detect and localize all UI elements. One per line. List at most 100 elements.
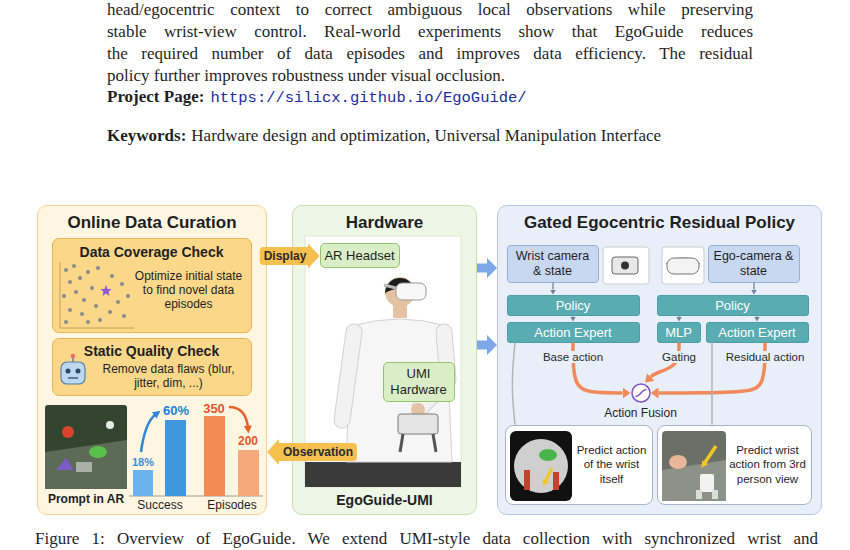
scatter-plot: [80, 312, 84, 316]
policy-block: Action Expert: [507, 322, 640, 343]
chart-label: Episodes: [207, 498, 256, 512]
third-person-image: [669, 455, 687, 469]
scatter-plot: [60, 262, 61, 328]
third-person-image: [696, 490, 702, 499]
paper-text: head/egocentric context to correct ambig…: [107, 0, 753, 20]
scatter-plot: [110, 274, 114, 278]
robot-icon: [68, 377, 78, 378]
third-person-image: [704, 446, 716, 464]
scatter-plot: [122, 314, 126, 318]
ar-prompt-image: [56, 458, 74, 470]
scatter-plot: [60, 328, 134, 329]
ar-prompt-image: [106, 421, 114, 429]
input-box: Wrist camera & state: [507, 245, 599, 283]
operator-photo: [411, 403, 425, 417]
wrist-camera-icon: [621, 262, 629, 270]
scatter-plot: [126, 294, 130, 298]
stage-panel: HardwareEgoGuide-UMI AR HeadsetUMI Hardwa…: [292, 205, 477, 515]
example-box: Predict wrist action from 3rd person vie…: [657, 425, 812, 505]
wrist-view-image: [524, 470, 530, 490]
operator-photo: [384, 285, 396, 288]
scatter-plot: [98, 318, 102, 322]
fusion-symbol: [631, 383, 651, 403]
node-title: Wrist camera & state: [508, 249, 598, 279]
operator-photo: [342, 332, 354, 420]
node-title: UMI Hardware: [384, 366, 454, 397]
scatter-plot: [64, 268, 68, 272]
fusion-circle: Action Fusion: [631, 383, 651, 403]
example-box: Predict action of the wrist itself: [505, 425, 653, 505]
edge-label: Base action: [541, 351, 605, 363]
wrist-view-image: [510, 431, 572, 501]
sigmoid-symbol: [635, 389, 646, 396]
node-title: MLP: [665, 325, 692, 340]
connector: [756, 316, 757, 317]
node-title: Static Quality Check: [53, 339, 251, 359]
robot-icon: [66, 369, 71, 374]
node-title: Action Fusion: [604, 406, 677, 420]
scatter-plot: [90, 286, 94, 290]
operator-photo: [400, 434, 403, 452]
connector: [552, 283, 553, 290]
callout-box: AR Headset: [320, 243, 400, 268]
check-box: Static Quality CheckRemove data flaws (b…: [52, 338, 252, 396]
node-title: Gated Egocentric Residual Policy: [498, 206, 821, 233]
operator-photo: [346, 319, 452, 462]
operator-photo: [398, 414, 438, 434]
connector: [711, 343, 713, 425]
operator-photo: [342, 332, 354, 420]
paper-text: https://silicx.github.io/EgoGuide/: [210, 88, 526, 108]
scatter-plot: [94, 304, 98, 308]
operator-photo: [396, 283, 426, 300]
scatter-plot: [86, 270, 90, 274]
edge-label: Display: [260, 247, 311, 265]
robot-icon: [61, 354, 85, 384]
figure-caption: Figure 1: Overview of EgoGuide. We exten…: [35, 529, 818, 548]
chart-label: Success: [137, 498, 182, 512]
ar-prompt-image: [45, 405, 127, 489]
scatter-plot: [96, 266, 100, 270]
policy-block: Policy: [507, 295, 640, 316]
operator-photo: [385, 278, 415, 293]
node-title: Online Data Curation: [38, 206, 266, 233]
scatter-plot: [60, 262, 134, 328]
ar-prompt-image: [62, 426, 74, 438]
scatter-plot: [116, 300, 120, 304]
paper-text: policy further improves robustness under…: [107, 66, 505, 86]
paper-text: Hardware design and optimization, Univer…: [191, 126, 661, 146]
bar-chart: [129, 407, 263, 496]
scatter-plot: [100, 285, 111, 296]
bar-chart: [204, 416, 225, 496]
ar-prompt-image: [76, 462, 92, 472]
chart-label: Prompt in AR: [48, 492, 124, 506]
third-person-image: [712, 490, 718, 499]
third-person-image: [662, 431, 726, 501]
scatter-plot: [74, 290, 78, 294]
stage-panel: Online Data CurationData Coverage CheckO…: [37, 205, 267, 515]
robot-icon: [72, 357, 74, 362]
fusion-circle-outline: [632, 384, 650, 402]
wrist-camera-icon: [612, 257, 638, 274]
wrist-view-image: [553, 472, 559, 490]
bar-chart: [229, 407, 248, 428]
scatter-plot: [68, 280, 72, 284]
robot-icon: [61, 362, 85, 384]
bar-chart: [133, 470, 153, 496]
node-text: Remove data flaws (blur, jitter, dim, ..…: [93, 362, 245, 391]
third-person-image: [700, 474, 714, 492]
scatter-plot: [78, 276, 82, 280]
node-title: Data Coverage Check: [53, 239, 251, 260]
third-person-image: [662, 460, 726, 501]
scatter-plot: [68, 308, 72, 312]
node-text: EgoGuide-UMI: [293, 492, 476, 508]
connector: [477, 264, 487, 273]
node-title: Hardware: [293, 206, 476, 233]
scatter-plot: [72, 264, 76, 268]
operator-photo: [420, 332, 448, 408]
wrist-view-image: [545, 468, 552, 482]
ar-prompt-image: [45, 405, 127, 489]
connector: [512, 343, 515, 425]
bar-chart: [165, 420, 186, 496]
operator-photo: [305, 462, 461, 487]
